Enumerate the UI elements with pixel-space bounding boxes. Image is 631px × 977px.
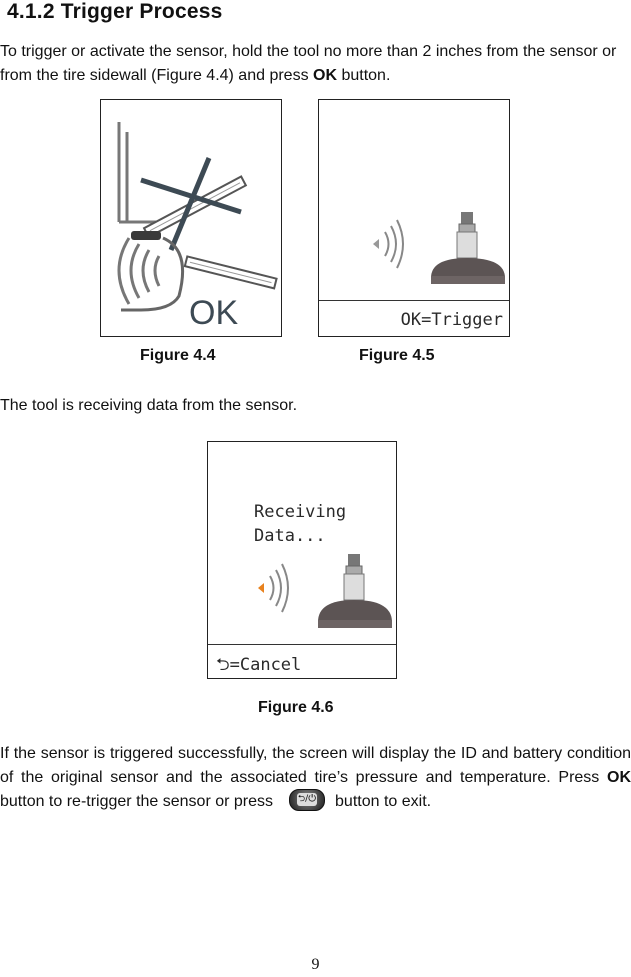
ok-bold-text: OK	[313, 67, 338, 84]
figure-4-4-caption: Figure 4.4	[140, 347, 216, 364]
back-power-button-icon: ⮌/⏻	[289, 788, 326, 811]
section-heading: 4.1.2 Trigger Process	[7, 0, 223, 23]
intro-text: To trigger or activate the sensor, hold …	[0, 43, 617, 84]
back-icon: ⮌	[216, 655, 230, 675]
sensor-illustration	[373, 212, 505, 284]
tool-near-tire-illustration: OK	[117, 122, 278, 332]
receiving-line2: Data...	[254, 526, 326, 546]
result-text-3: button to exit.	[335, 793, 432, 810]
result-paragraph: If the sensor is triggered successfully,…	[0, 742, 631, 814]
ok-bold-text: OK	[607, 769, 631, 786]
result-text-2: button to re-trigger the sensor or press	[0, 793, 274, 810]
cancel-label: =Cancel	[229, 655, 302, 675]
result-text: If the sensor is triggered successfully,…	[0, 745, 631, 786]
sensor-receiving-illustration	[258, 554, 392, 628]
figure-4-6-caption: Figure 4.6	[258, 699, 334, 716]
figure-4-5-caption: Figure 4.5	[359, 347, 435, 364]
figure-4-5-screen: OK=Trigger	[318, 99, 510, 337]
figure-4-6-screen: Receiving Data... ⮌=Cancel	[207, 441, 397, 679]
trigger-label: OK=Trigger	[400, 310, 503, 330]
receiving-text: Receiving Data...	[254, 500, 346, 548]
receiving-line1: Receiving	[254, 502, 347, 522]
receiving-paragraph: The tool is receiving data from the sens…	[0, 397, 298, 414]
screen-divider	[208, 644, 396, 645]
ok-label: OK	[189, 294, 238, 332]
intro-paragraph: To trigger or activate the sensor, hold …	[0, 40, 631, 88]
screen-divider	[319, 300, 509, 301]
page-number: 9	[311, 956, 320, 973]
figure-4-4-image: OK	[100, 99, 282, 337]
intro-text-end: button.	[337, 67, 391, 84]
cancel-hint: ⮌=Cancel	[216, 652, 302, 678]
